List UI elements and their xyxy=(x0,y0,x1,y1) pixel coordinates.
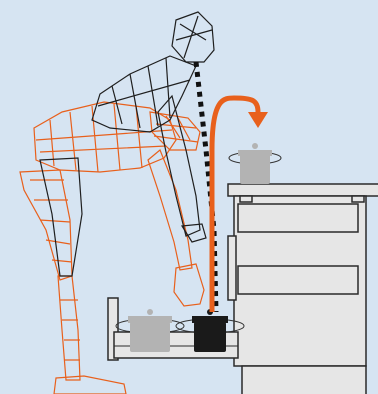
pot-lid xyxy=(128,316,172,323)
cabinet-side-panel xyxy=(228,236,236,300)
pot-lid xyxy=(238,150,272,156)
countertop xyxy=(228,184,378,196)
pot-knob xyxy=(147,309,153,315)
hinge-right xyxy=(352,196,364,202)
drawer-top xyxy=(238,204,358,232)
pot-lid xyxy=(192,316,228,323)
pot-body xyxy=(194,322,226,352)
pot-knob xyxy=(252,143,258,149)
pot-body xyxy=(240,154,270,184)
hinge-left xyxy=(240,196,252,202)
cabinet-plinth xyxy=(242,366,366,394)
pot-body xyxy=(130,322,170,352)
kitchen-cabinet xyxy=(228,184,378,394)
drawer-middle xyxy=(238,266,358,294)
